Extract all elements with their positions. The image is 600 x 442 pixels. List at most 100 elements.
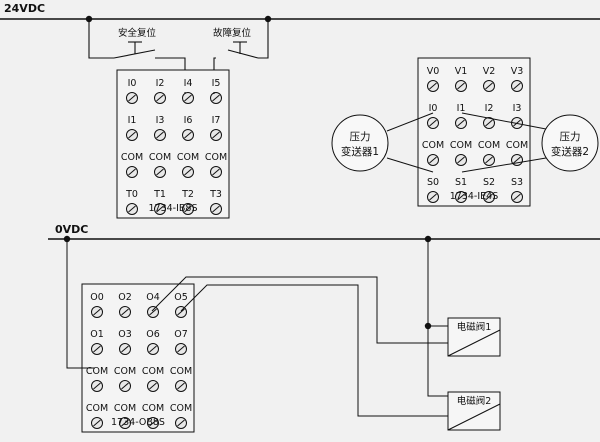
terminal-label: O4 (146, 292, 160, 303)
terminal-label: COM (114, 366, 136, 377)
terminal-label: O1 (90, 329, 104, 340)
terminal-screw-slot (184, 131, 192, 139)
solenoid-valve-1: 电磁阀1 (447, 317, 501, 357)
terminal-screw-slot (156, 168, 164, 176)
terminal-screw-slot (184, 94, 192, 102)
fault-reset-label: 故障复位 (213, 27, 252, 39)
terminal-label: O0 (90, 292, 104, 303)
terminal-screw-slot (212, 205, 220, 213)
terminal-label: COM (142, 403, 164, 414)
terminal-screw-slot (93, 382, 101, 390)
terminal-screw-slot (184, 205, 192, 213)
terminal-label: I5 (212, 78, 221, 89)
terminal-label: S0 (427, 177, 439, 188)
terminal-label: V1 (455, 66, 468, 77)
rail-24vdc-label: 24VDC (4, 2, 45, 15)
terminal-screw-slot (429, 82, 437, 90)
terminal-label: T2 (181, 189, 194, 200)
terminal-screw-slot (93, 308, 101, 316)
terminal-label: O7 (174, 329, 188, 340)
terminal-label: I1 (128, 115, 137, 126)
terminal-screw-slot (212, 131, 220, 139)
terminal-label: V3 (511, 66, 524, 77)
terminal-screw-slot (156, 94, 164, 102)
terminal-label: S2 (483, 177, 495, 188)
terminal-label: O5 (174, 292, 188, 303)
terminal-screw-slot (177, 382, 185, 390)
solenoid-valve-2: 电磁阀2 (447, 391, 501, 431)
terminal-label: T3 (209, 189, 222, 200)
terminal-label: COM (121, 152, 143, 163)
valve-2-label: 电磁阀2 (457, 395, 492, 407)
terminal-screw-slot (212, 94, 220, 102)
terminal-screw-slot (212, 168, 220, 176)
terminal-label: I0 (429, 103, 438, 114)
terminal-screw-slot (149, 308, 157, 316)
terminal-label: I3 (513, 103, 522, 114)
terminal-label: T0 (125, 189, 138, 200)
safety-reset-label: 安全复位 (118, 27, 157, 39)
transmitter-1-line1: 压力 (350, 130, 371, 143)
terminal-screw-slot (128, 168, 136, 176)
terminal-screw-slot (93, 419, 101, 427)
terminal-label: O6 (146, 329, 160, 340)
terminal-screw-slot (121, 345, 129, 353)
terminal-label: COM (177, 152, 199, 163)
terminal-label: COM (114, 403, 136, 414)
terminal-label: O3 (118, 329, 132, 340)
terminal-screw-slot (177, 419, 185, 427)
terminal-screw-slot (429, 156, 437, 164)
terminal-label: T1 (153, 189, 166, 200)
terminal-screw-slot (184, 168, 192, 176)
terminal-screw-slot (149, 345, 157, 353)
terminal-screw-slot (457, 193, 465, 201)
output-wiring (66, 239, 448, 417)
terminal-screw-slot (485, 119, 493, 127)
terminal-screw-slot (177, 345, 185, 353)
terminal-label: I3 (156, 115, 165, 126)
terminal-label: S3 (511, 177, 523, 188)
terminal-label: I1 (457, 103, 466, 114)
terminal-screw-slot (128, 94, 136, 102)
terminal-label: V0 (427, 66, 440, 77)
terminal-screw-slot (485, 82, 493, 90)
terminal-label: I2 (156, 78, 165, 89)
terminal-label: COM (450, 140, 472, 151)
transmitter-2-line2: 变送器2 (551, 145, 589, 158)
terminal-screw-slot (156, 205, 164, 213)
terminal-label: COM (170, 403, 192, 414)
terminal-label: I4 (184, 78, 193, 89)
terminal-label: COM (205, 152, 227, 163)
terminal-screw-slot (121, 308, 129, 316)
terminal-screw-slot (457, 119, 465, 127)
terminal-screw-slot (513, 82, 521, 90)
terminal-screw-slot (128, 131, 136, 139)
pressure-transmitter-2: 压力 变送器2 (541, 114, 599, 172)
terminal-screw-slot (485, 156, 493, 164)
terminal-label: COM (86, 403, 108, 414)
rail-0vdc-label: 0VDC (55, 223, 88, 236)
terminal-screw-slot (149, 419, 157, 427)
terminal-screw-slot (93, 345, 101, 353)
terminal-screw-slot (513, 156, 521, 164)
terminal-screw-slot (121, 382, 129, 390)
terminal-label: COM (506, 140, 528, 151)
terminal-label: I0 (128, 78, 137, 89)
terminal-screw-slot (429, 193, 437, 201)
terminal-label: V2 (483, 66, 496, 77)
terminal-screw-slot (121, 419, 129, 427)
terminal-label: COM (478, 140, 500, 151)
transmitter-1-line2: 变送器1 (341, 145, 379, 158)
terminal-label: O2 (118, 292, 132, 303)
terminal-label: I6 (184, 115, 193, 126)
input-wiring (184, 92, 215, 94)
terminal-screw-slot (457, 82, 465, 90)
transmitter-2-line1: 压力 (560, 130, 581, 143)
valve-1-label: 电磁阀1 (457, 321, 492, 333)
terminal-label: I2 (485, 103, 494, 114)
terminal-screw-slot (457, 156, 465, 164)
